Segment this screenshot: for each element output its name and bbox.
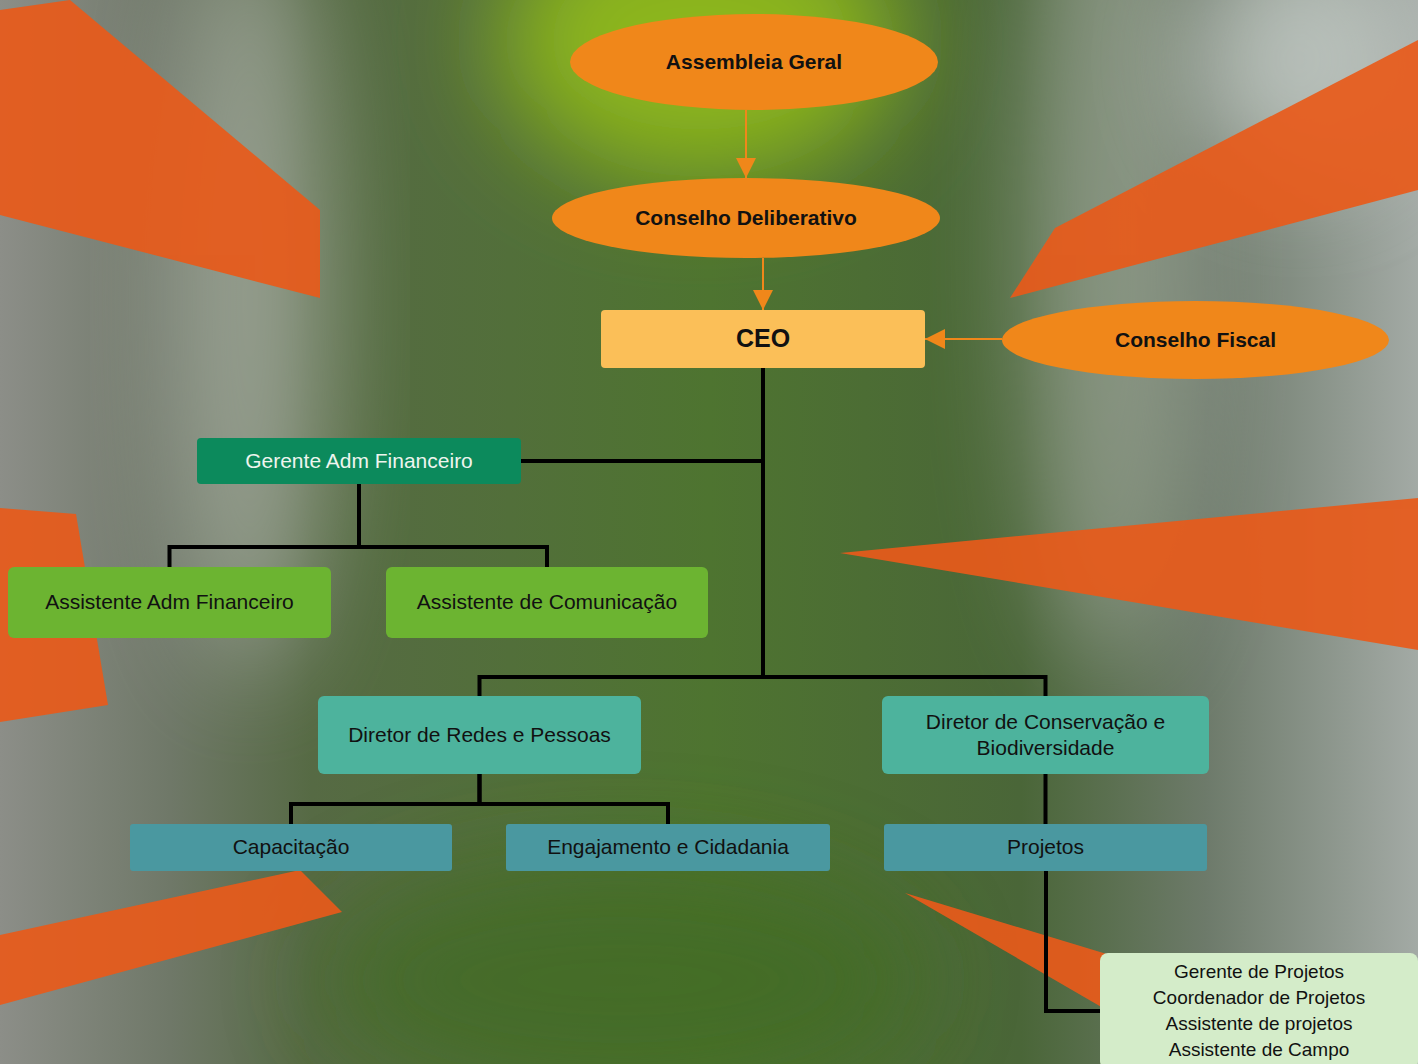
node-label: Coordenador de Projetos	[1153, 985, 1365, 1011]
hierarchy-line	[1044, 774, 1048, 824]
flow-arrow	[745, 110, 747, 178]
area-box: Capacitação	[130, 824, 452, 871]
director-box: Diretor de Conservação e Biodiversidade	[882, 696, 1209, 774]
hierarchy-line	[359, 484, 547, 567]
governance-ellipse: Assembleia Geral	[570, 14, 938, 110]
director-box: Diretor de Redes e Pessoas	[318, 696, 641, 774]
governance-ellipse: Conselho Fiscal	[1002, 301, 1389, 379]
node-label: Gerente Adm Financeiro	[245, 448, 473, 474]
ellipse-fill	[552, 178, 940, 258]
area-box: Projetos	[884, 824, 1207, 871]
node-label: Engajamento e Cidadania	[547, 834, 789, 860]
node-label: Conselho Deliberativo	[635, 205, 857, 231]
flow-arrow	[925, 338, 1002, 340]
node-label: Assistente de Campo	[1169, 1037, 1350, 1063]
governance-ellipse: Conselho Deliberativo	[552, 178, 940, 258]
ceo-box: CEO	[601, 310, 925, 368]
hierarchy-line	[170, 484, 360, 567]
orange-wedge	[0, 0, 320, 298]
ellipse-fill	[1002, 301, 1389, 379]
hierarchy-line	[1046, 871, 1100, 1011]
hierarchy-line	[521, 368, 763, 461]
node-label: Diretor de Redes e Pessoas	[348, 722, 611, 748]
node-label: Diretor de Conservação e Biodiversidade	[894, 709, 1197, 762]
node-label: Conselho Fiscal	[1115, 327, 1276, 353]
hierarchy-line	[480, 774, 669, 824]
node-label: Projetos	[1007, 834, 1084, 860]
node-label: Assistente de Comunicação	[417, 589, 677, 615]
node-label: CEO	[736, 323, 790, 354]
roles-box: Gerente de ProjetosCoordenador de Projet…	[1100, 953, 1418, 1064]
assistant-box: Assistente de Comunicação	[386, 567, 708, 638]
area-box: Engajamento e Cidadania	[506, 824, 830, 871]
hierarchy-line	[480, 368, 764, 696]
ellipse-fill	[570, 14, 938, 110]
orange-wedge	[905, 893, 1110, 1012]
node-label: Assembleia Geral	[666, 49, 842, 75]
flow-arrow	[762, 258, 764, 310]
orange-wedge	[1010, 40, 1418, 298]
node-label: Assistente de projetos	[1166, 1011, 1353, 1037]
hierarchy-line	[291, 774, 480, 824]
node-label: Gerente de Projetos	[1174, 959, 1344, 985]
hierarchy-line	[763, 368, 1046, 696]
dark-blob	[320, 860, 920, 1064]
assistant-box: Assistente Adm Financeiro	[8, 567, 331, 638]
manager-box: Gerente Adm Financeiro	[197, 438, 521, 484]
node-label: Capacitação	[233, 834, 350, 860]
orange-wedge	[0, 870, 342, 1005]
orange-wedge	[840, 498, 1418, 650]
node-label: Assistente Adm Financeiro	[45, 589, 294, 615]
